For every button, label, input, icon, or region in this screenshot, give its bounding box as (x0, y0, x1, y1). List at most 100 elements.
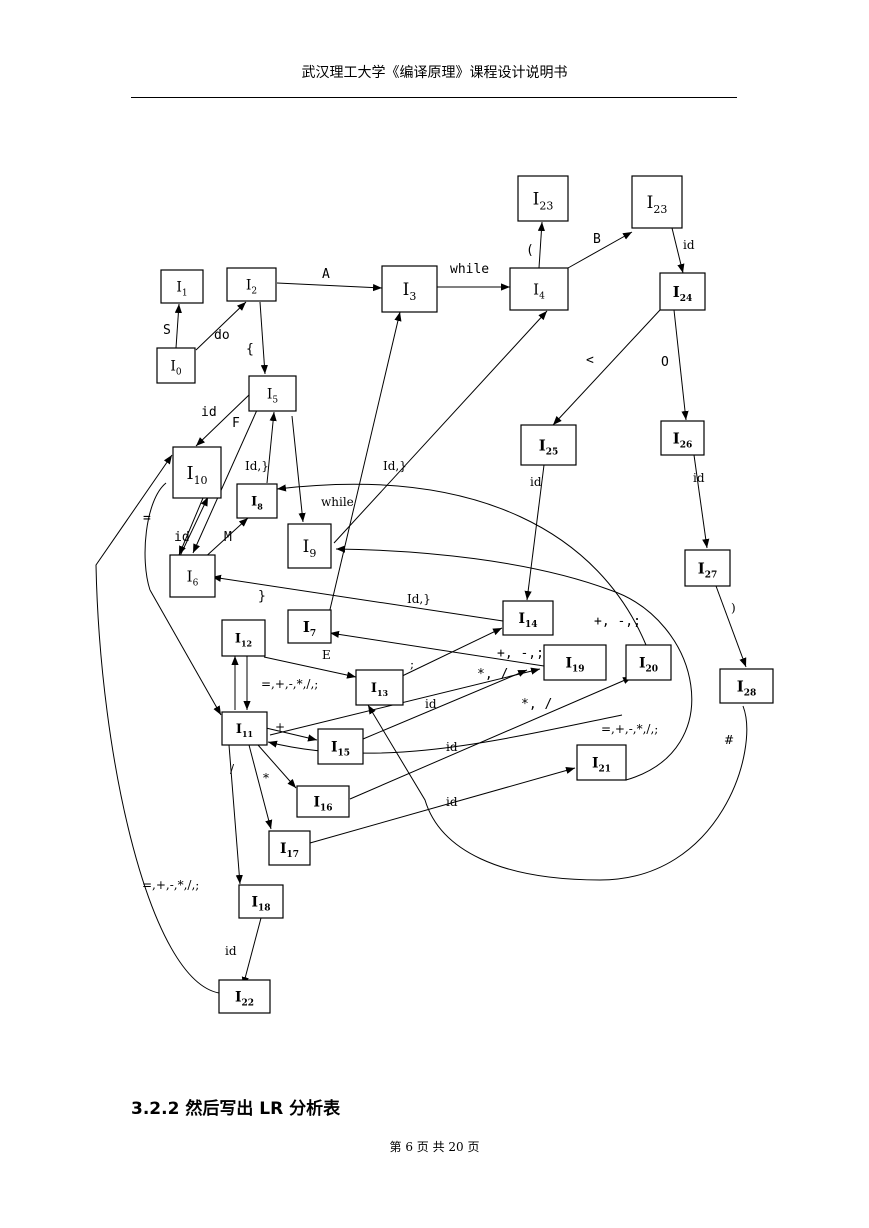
edge (179, 496, 209, 557)
edge-label: ; (410, 657, 414, 671)
state-node-label: I26 (673, 429, 693, 450)
state-node: I3 (381, 265, 438, 313)
edge (524, 464, 545, 601)
state-node-label: I23 (533, 189, 554, 212)
state-node-label: I23 (647, 193, 668, 216)
state-node-label: I4 (533, 280, 545, 301)
edge-label: id (225, 944, 237, 958)
state-node-box (156, 347, 196, 384)
edge (267, 714, 623, 754)
state-node-box (317, 728, 364, 765)
state-node: I9 (287, 523, 332, 569)
section-heading: 3.2.2 然后写出 LR 分析表 (131, 1099, 341, 1119)
edge (228, 744, 243, 885)
edge-label: while (321, 495, 354, 509)
edge-label: id (425, 697, 437, 711)
edge (95, 454, 220, 994)
state-node: I1 (160, 269, 204, 304)
state-node-box (287, 523, 332, 569)
state-node-box (169, 554, 216, 598)
edge-label: Id,} (245, 459, 269, 473)
state-node-box (631, 175, 683, 229)
state-node: I11 (221, 711, 268, 746)
state-node-label: I22 (235, 989, 254, 1008)
edge-label: = (143, 511, 151, 526)
edge (266, 411, 277, 484)
state-node-box (287, 609, 332, 644)
edge-label: id (693, 471, 705, 485)
diagram-edges (95, 221, 748, 994)
edge (309, 766, 576, 844)
state-node: I13 (355, 669, 404, 706)
state-node: I16 (296, 785, 350, 818)
state-node: I0 (156, 347, 196, 384)
edge-label: do (214, 328, 230, 343)
state-node-box (576, 744, 627, 781)
state-node-box (221, 619, 266, 657)
state-node: I23 (631, 175, 683, 229)
edge (671, 227, 685, 274)
edge (333, 310, 548, 544)
state-node-box (660, 420, 705, 456)
state-node: I12 (221, 619, 266, 657)
edge-label: / (230, 762, 235, 776)
header-rule (131, 97, 737, 98)
state-node-box (218, 979, 271, 1014)
state-node-box (238, 884, 284, 919)
state-node-label: I17 (280, 841, 299, 860)
state-node-label: I0 (170, 358, 182, 377)
edge-label: +, -,; (497, 646, 544, 661)
edge (195, 393, 251, 447)
edge (291, 415, 306, 523)
state-node: I24 (659, 272, 706, 311)
edge-label: M (224, 530, 232, 545)
edge (693, 454, 710, 549)
edge-label: ) (731, 601, 736, 615)
state-node: I10 (172, 446, 222, 499)
state-node-box (684, 549, 731, 587)
state-node: I21 (576, 744, 627, 781)
edge (715, 585, 747, 668)
state-node-label: I8 (251, 495, 263, 512)
state-node-label: I5 (267, 386, 279, 405)
state-node-label: I21 (592, 755, 611, 774)
state-node-label: I16 (313, 794, 332, 813)
edge-label: id (683, 238, 695, 252)
state-node-box (517, 175, 569, 222)
edge (552, 309, 661, 426)
state-node-box (659, 272, 706, 311)
edge-label: =,+,-,*,/,; (142, 878, 199, 892)
state-node: I27 (684, 549, 731, 587)
edge (211, 574, 504, 622)
page-footer: 第 6 页 共 20 页 (389, 1140, 480, 1154)
edge-label: Id,} (383, 459, 407, 473)
edge-label: } (258, 589, 266, 604)
state-node: I25 (520, 424, 577, 466)
edge (259, 301, 268, 375)
edge (248, 744, 273, 830)
edge-label: < (586, 353, 594, 368)
edge-label: =,+,-,*,/,; (261, 677, 318, 691)
state-node: I17 (268, 830, 311, 866)
edge (362, 669, 528, 740)
edge-label: { (246, 342, 254, 357)
edge-label: O (661, 355, 669, 370)
state-node-box (381, 265, 438, 313)
state-node-box (625, 644, 672, 681)
edge (567, 231, 633, 269)
state-node-label: I15 (331, 739, 350, 758)
state-node-label: I1 (176, 279, 187, 298)
state-node-box (221, 711, 268, 746)
edge (335, 545, 693, 781)
state-node: I15 (317, 728, 364, 765)
state-node-box (226, 267, 277, 302)
edge (144, 482, 167, 591)
edge (276, 483, 647, 646)
state-node: I20 (625, 644, 672, 681)
state-node-box (355, 669, 404, 706)
edge (537, 221, 546, 269)
state-node-box (502, 600, 554, 636)
state-node-label: I25 (539, 436, 559, 457)
